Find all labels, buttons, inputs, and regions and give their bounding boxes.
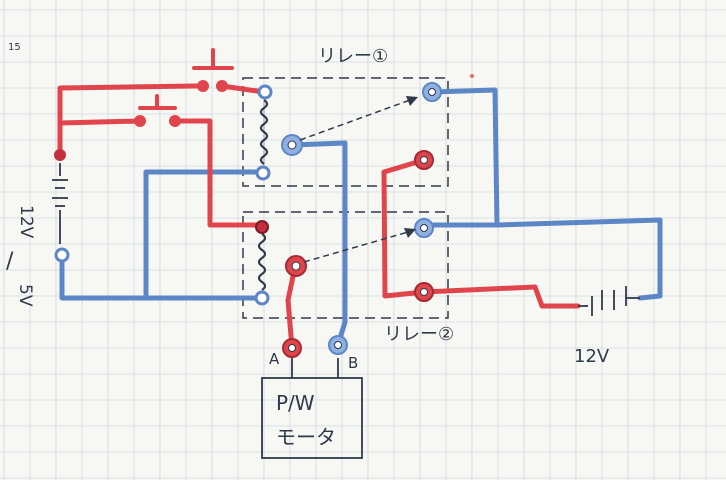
red-wire-battery-right <box>421 284 581 309</box>
red-wire-motor-a <box>285 264 298 351</box>
motor-label-line1: P/W <box>276 391 315 415</box>
blue-wires <box>59 87 663 348</box>
red-wire-switch2-out <box>172 118 265 228</box>
blue-wire-motor-b <box>289 140 348 348</box>
relay2-coil-terminal-bottom <box>254 290 270 306</box>
red-wire-branch <box>57 118 143 126</box>
relay2-arrowhead-icon <box>404 228 416 238</box>
red-wire-relay-link <box>381 157 427 299</box>
red-wire-switch1-out <box>219 83 267 95</box>
battery-left-neg-terminal <box>54 247 70 263</box>
relay2-coil-terminal-top <box>255 220 269 234</box>
motor-terminal-a-label: A <box>269 350 280 368</box>
battery-right-label: 12V <box>574 346 610 367</box>
battery-left-pos-terminal <box>54 149 66 161</box>
blue-wire-relay1-out <box>423 87 500 228</box>
relay2-label: リレー② <box>384 324 454 345</box>
switch1-contact-b <box>216 80 228 92</box>
switch2-contact-b <box>169 115 181 127</box>
relay1-arrowhead-icon <box>406 96 418 106</box>
battery-left-label-bottom: 5V <box>15 284 35 307</box>
ink-mark <box>470 74 474 78</box>
switch2-contact-a <box>134 115 146 127</box>
blue-wire-ground-left <box>59 255 265 301</box>
relay2-actuator-line <box>303 231 409 263</box>
relay1-label: リレー① <box>318 46 388 67</box>
blue-wire-relay1-coil <box>143 169 265 301</box>
switch1-contact-a <box>197 80 209 92</box>
relay1-coil-terminal-top <box>257 84 273 100</box>
battery-left-label-top: 12V <box>16 205 36 239</box>
relay1-box <box>242 77 449 187</box>
blue-wire-battery-right-neg <box>494 217 663 301</box>
motor-box <box>261 377 363 459</box>
switches <box>134 48 234 127</box>
motor-label-line2: モータ <box>276 425 336 449</box>
battery-left <box>52 149 70 263</box>
relay-contacts <box>281 82 442 302</box>
page-number: 15 <box>8 42 21 53</box>
relay1-coil-terminal-bottom <box>255 165 271 181</box>
relay1-coil <box>255 84 273 181</box>
motor-terminal-b-label: B <box>348 354 358 372</box>
relay1-actuator-line <box>299 99 411 141</box>
red-wires <box>57 83 581 351</box>
actuator-arrows <box>299 99 411 263</box>
battery-left-divider: / <box>6 249 14 274</box>
battery-right <box>578 286 640 316</box>
relay2-coil <box>254 220 270 306</box>
